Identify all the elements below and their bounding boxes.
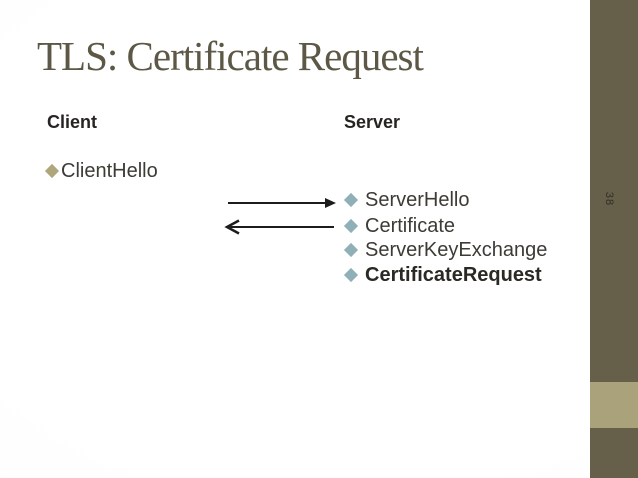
client-column-heading: Client bbox=[47, 112, 98, 132]
diamond-bullet-icon bbox=[343, 218, 359, 234]
diamond-bullet-icon bbox=[343, 267, 359, 283]
client-message-clienthello: ClientHello bbox=[44, 159, 158, 183]
server-message-serverkeyexchange: ServerKeyExchange bbox=[343, 238, 548, 262]
message-label: ServerHello bbox=[365, 188, 470, 211]
diamond-bullet-icon bbox=[343, 192, 359, 208]
slide-number: 38 bbox=[603, 191, 615, 207]
arrow-left-icon bbox=[224, 219, 334, 235]
message-label: ServerKeyExchange bbox=[365, 238, 548, 261]
sidebar-accent-band bbox=[590, 382, 638, 428]
right-sidebar bbox=[590, 0, 638, 478]
diamond-bullet-icon bbox=[343, 242, 359, 258]
server-column-heading: Server bbox=[344, 112, 401, 132]
message-label: ClientHello bbox=[61, 159, 158, 182]
arrow-right-icon bbox=[228, 198, 336, 208]
server-message-serverhello: ServerHello bbox=[343, 188, 470, 212]
server-message-certificaterequest: CertificateRequest bbox=[343, 263, 542, 287]
server-message-certificate: Certificate bbox=[343, 214, 456, 238]
message-label: Certificate bbox=[365, 214, 456, 237]
slide-title: TLS: Certificate Request bbox=[37, 33, 424, 79]
message-label: CertificateRequest bbox=[365, 263, 542, 286]
